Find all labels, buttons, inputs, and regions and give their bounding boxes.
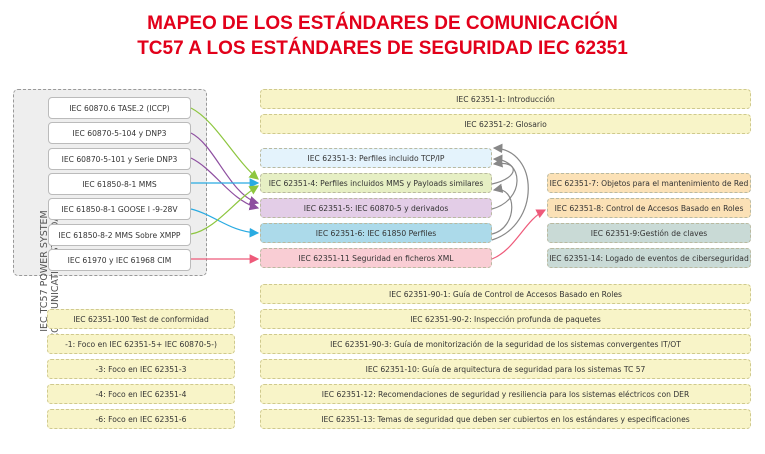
profile-part-box: IEC 62351-11 Seguridad en ficheros XML (260, 248, 492, 268)
management-part-box: IEC 62351-7: Objetos para el mantenimien… (547, 173, 751, 193)
profile-part-box: IEC 62351-6: IEC 61850 Perfiles (260, 223, 492, 243)
management-part-box: IEC 62351-9:Gestión de claves (547, 223, 751, 243)
standard-box: IEC 60870-5-104 y DNP3 (48, 122, 191, 145)
arrow-6-to-3 (491, 143, 529, 241)
standard-box: IEC 61970 y IEC 61968 CIM (48, 248, 191, 271)
standard-box: IEC 61850-8-2 MMS Sobre XMPP (48, 223, 191, 246)
guideline-part-box: IEC 62351-13: Temas de seguridad que deb… (260, 409, 751, 429)
arrow-tase2 (190, 107, 259, 180)
general-part-box: IEC 62351-1: Introducción (260, 89, 751, 109)
guideline-part-box: IEC 62351-90-3: Guía de monitorización d… (260, 334, 751, 354)
standard-box: IEC 60870.6 TASE.2 (ICCP) (48, 97, 191, 119)
arrow-11-to-8 (491, 209, 547, 260)
standard-box: IEC 60870-5-101 y Serie DNP3 (48, 147, 191, 170)
arrow-goose (190, 208, 260, 238)
general-part-box: IEC 62351-2: Glosario (260, 114, 751, 134)
conformance-box: -1: Foco en IEC 62351-5+ IEC 60870-5-) (47, 334, 235, 354)
guideline-part-box: IEC 62351-12: Recomendaciones de segurid… (260, 384, 751, 404)
arrow-5-to-3 (491, 154, 518, 210)
management-part-box: IEC 62351-8: Control de Accesos Basado e… (547, 198, 751, 218)
arrow-101 (190, 157, 260, 211)
standard-box: IEC 61850-8-1 MMS (48, 172, 191, 195)
profile-part-box: IEC 62351-4: Perfiles incluidos MMS y Pa… (260, 173, 492, 193)
conformance-box: -6: Foco en IEC 62351-6 (47, 409, 235, 429)
profile-part-box: IEC 62351-3: Perfiles incluido TCP/IP (260, 148, 492, 168)
arrow-4-to-3 (491, 157, 514, 185)
conformance-box: -3: Foco en IEC 62351-3 (47, 359, 235, 379)
profile-part-box: IEC 62351-5: IEC 60870-5 y derivados (260, 198, 492, 218)
guideline-part-box: IEC 62351-90-2: Inspección profunda de p… (260, 309, 751, 329)
management-part-box: IEC 62351-14: Logado de eventos de ciber… (547, 248, 751, 268)
arrow-6-to-4 (491, 183, 513, 235)
standard-box: IEC 61850-8-1 GOOSE I -9-28V (48, 198, 191, 221)
conformance-box: -4: Foco en IEC 62351-4 (47, 384, 235, 404)
guideline-part-box: IEC 62351-90-1: Guía de Control de Acces… (260, 284, 751, 304)
arrow-xmpp (190, 185, 260, 235)
arrow-104 (190, 132, 260, 206)
conformance-box: IEC 62351-100 Test de conformidad (47, 309, 235, 329)
guideline-part-box: IEC 62351-10: Guía de arquitectura de se… (260, 359, 751, 379)
